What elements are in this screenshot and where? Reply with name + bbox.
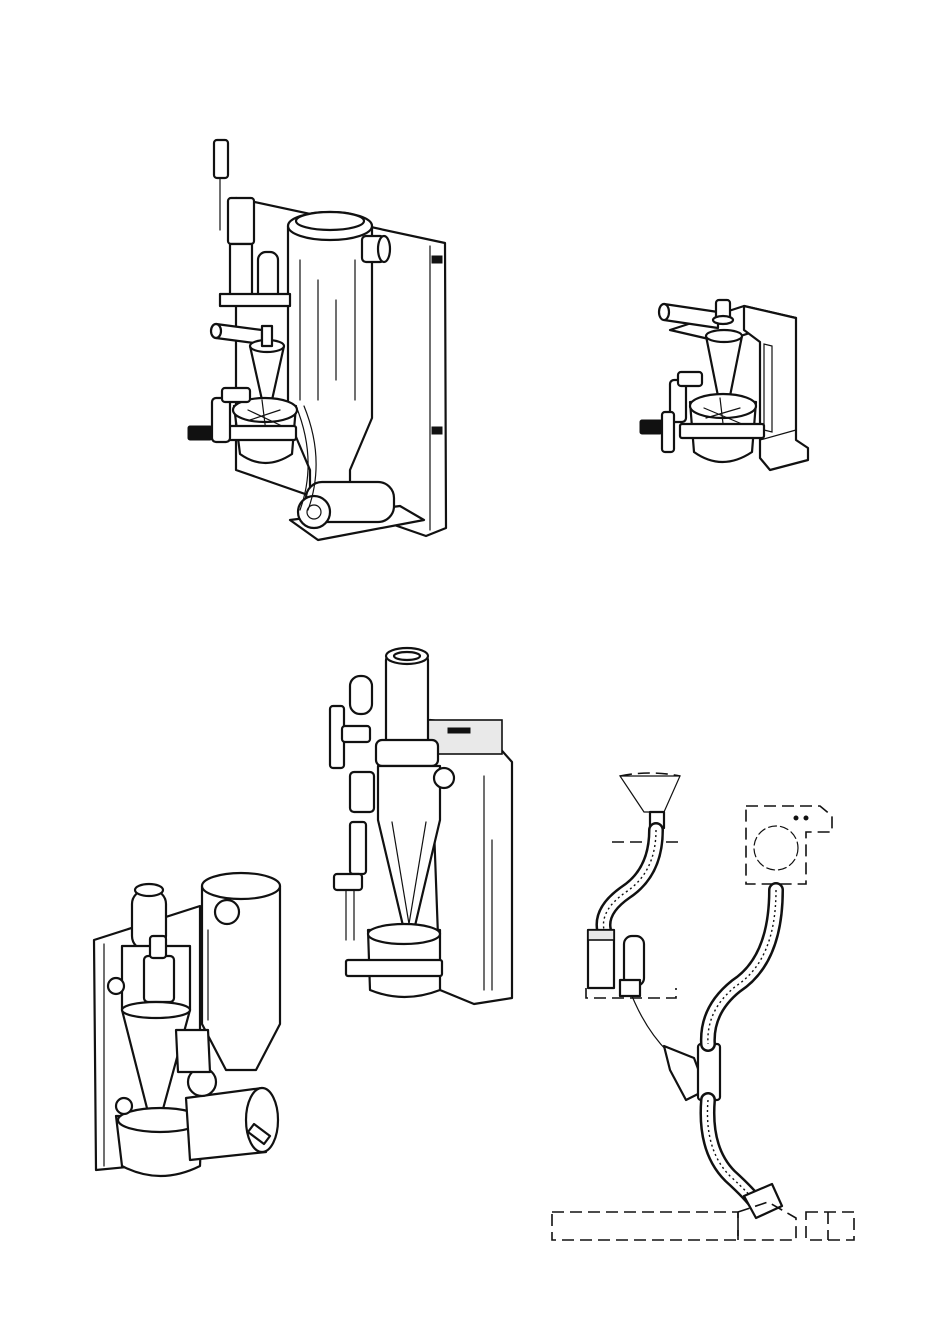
bottom-valve [334, 874, 362, 890]
valve-bracket [220, 294, 290, 306]
unit-compact-cyclone [640, 300, 808, 470]
funnel [620, 776, 680, 812]
unit-twin-cylinder [94, 873, 280, 1176]
wall-outlet-box [746, 806, 832, 884]
mounting-slot [432, 256, 442, 263]
wall-hose [708, 890, 776, 1044]
left-gauge [350, 676, 372, 714]
cylinder-port [215, 900, 239, 924]
valve-body [230, 244, 252, 296]
filter-canister [624, 936, 644, 986]
drain-pipe-end [806, 1212, 854, 1240]
tee-fitting [698, 1044, 720, 1100]
unit-tall-separator [330, 648, 512, 1004]
housing-bracket [226, 426, 296, 440]
lever-handle [188, 426, 212, 440]
tall-cylinder [202, 886, 280, 1070]
compact-inlet-pipe [664, 304, 718, 328]
tall-cylinder-lid [202, 873, 280, 899]
separator-base-tray [346, 960, 442, 976]
mounting-slot [432, 427, 442, 434]
control-box [428, 720, 502, 754]
separator-cone [378, 766, 440, 930]
solenoid-valve [228, 198, 254, 244]
valve-stem [214, 140, 228, 178]
wall-outlet [754, 826, 798, 870]
gauge-body [144, 956, 174, 1002]
side-valve [212, 398, 230, 442]
drain-pipe [552, 1212, 738, 1240]
compact-lever-handle [640, 420, 662, 434]
compact-cyclone-cone [706, 336, 742, 396]
cone-port [434, 768, 454, 788]
unit-large-cyclone [188, 140, 446, 540]
control-display [448, 728, 470, 733]
installation-hose-diagram [552, 773, 854, 1240]
